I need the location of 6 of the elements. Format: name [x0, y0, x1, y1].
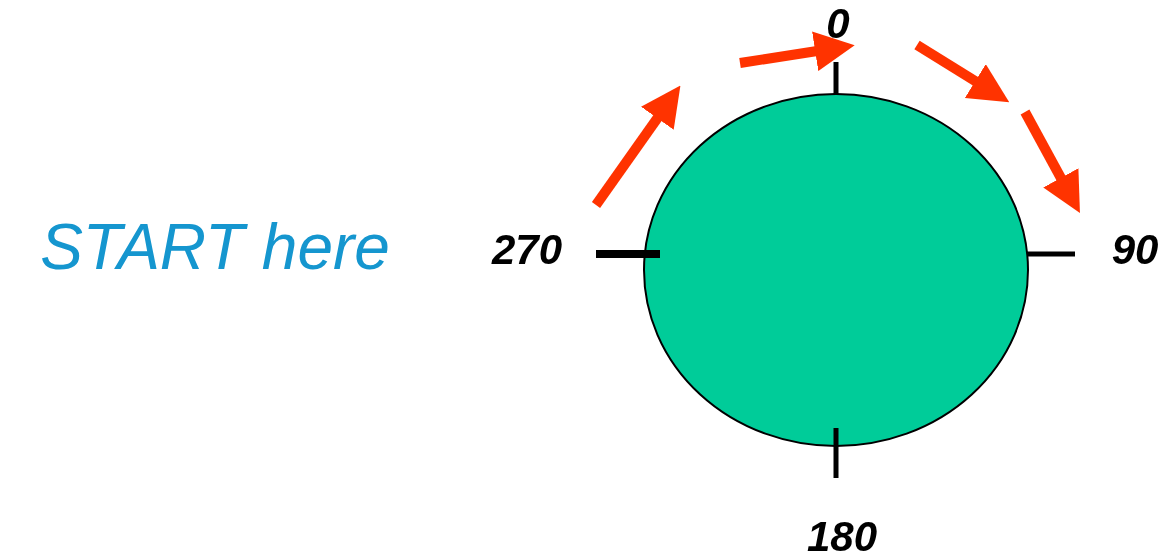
angle-label: 90 [1111, 229, 1159, 271]
angle-label: 180 [806, 516, 878, 558]
angle-label: 0 [826, 3, 850, 45]
dial-circle [643, 93, 1029, 447]
start-label: START here [40, 215, 390, 279]
angle-label: 270 [491, 229, 563, 271]
